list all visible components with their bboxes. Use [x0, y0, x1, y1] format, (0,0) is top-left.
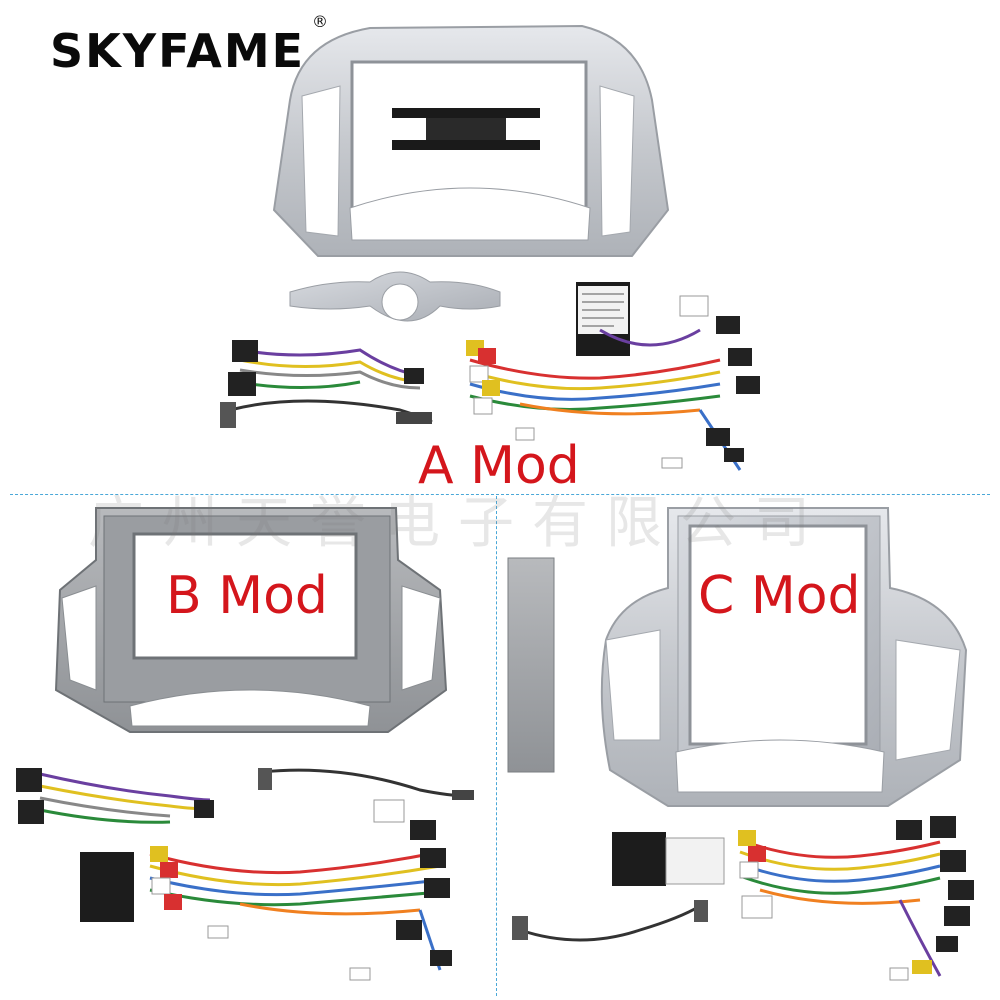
brand-logo: SKYFAME — [50, 24, 306, 78]
a-mod-frame — [272, 24, 670, 257]
b-mod-connectors — [16, 768, 474, 981]
c-mod-label: C Mod — [698, 566, 861, 626]
c-mod-side-panel — [507, 557, 555, 773]
c-mod-connectors — [512, 816, 974, 981]
a-mod-canbox — [576, 282, 630, 356]
company-watermark: 广州天誉电子有限公司 — [88, 491, 828, 556]
b-mod-label: B Mod — [166, 566, 328, 626]
a-mod-trim — [289, 271, 501, 322]
c-mod-frame — [600, 507, 968, 807]
b-mod-frame — [54, 507, 448, 733]
section-divider-horizontal — [10, 494, 990, 495]
a-mod-connectors — [220, 295, 760, 469]
c-mod-harness — [519, 838, 942, 977]
section-divider-vertical — [496, 496, 497, 996]
registered-mark: ® — [312, 12, 328, 31]
a-mod-label: A Mod — [418, 436, 580, 496]
